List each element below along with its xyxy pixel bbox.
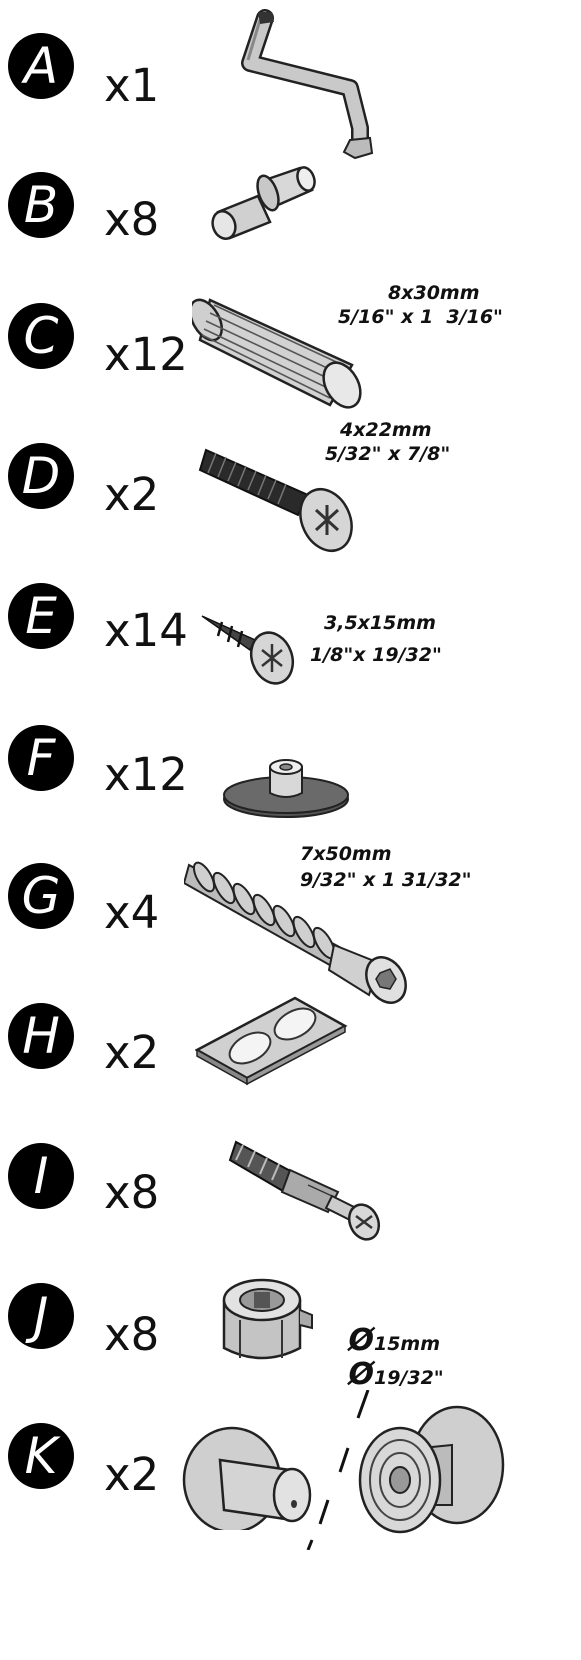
part-row-i: I x8 [0,1130,581,1268]
part-quantity: x8 [104,1166,160,1219]
part-spec-metric: 7x50mm [300,843,392,865]
part-row-b: B x8 [0,150,581,288]
part-spec-imperial: 5/32" x 7/8" [325,443,451,465]
part-letter-badge: E [8,583,74,649]
knob-icon [182,1426,312,1530]
hex-key-icon [241,9,374,160]
machine-screw-icon [198,448,353,552]
part-spec-metric-value: 15mm [373,1333,441,1355]
diameter-symbol: Ø [348,1357,374,1392]
shelf-pin-icon [211,166,316,240]
part-quantity: x2 [104,1026,160,1079]
part-letter-badge: A [8,33,74,99]
confirmat-screw-icon [184,861,407,1004]
part-quantity: x8 [104,193,160,246]
part-row-f: F x12 [0,712,581,850]
part-spec-imperial: 5/16" x 1 3/16" [338,306,503,328]
part-spec-imperial: 9/32" x 1 31/32" [300,869,472,891]
divider-line [306,1390,370,1550]
cam-lock-icon [222,1278,313,1360]
part-row-g: G x4 7x50mm 9/32" x 1 31/32" [0,843,581,1004]
part-letter-badge: J [8,1283,74,1349]
part-spec-imperial: 1/8"x 19/32" [310,644,442,666]
knob-back-icon [358,1405,505,1534]
part-letter-badge: I [8,1143,74,1209]
part-letter-badge: F [8,725,74,791]
furniture-glide-icon [223,759,349,818]
part-spec-imperial-value: 19/32" [373,1367,444,1389]
part-row-e: E x14 3,5x15mm 1/8"x 19/32" [0,570,581,708]
part-quantity: x2 [104,468,160,521]
part-quantity: x14 [104,604,188,657]
part-row-d: D x2 4x22mm 5/32" x 7/8" [0,419,581,568]
part-quantity: x12 [104,328,188,381]
part-quantity: x12 [104,748,188,801]
wood-screw-icon [201,615,295,685]
part-letter-badge: K [8,1423,74,1489]
part-quantity: x1 [104,59,160,112]
part-spec-metric: 4x22mm [340,419,432,441]
part-spec-metric: 3,5x15mm [324,612,436,634]
part-row-c: C x12 8x30mm 5/16" x 1 3/16" [0,282,581,428]
double-pad-plate-icon [195,996,348,1086]
part-quantity: x4 [104,886,160,939]
part-letter-badge: C [8,303,74,369]
part-letter-badge: H [8,1003,74,1069]
part-row-a: A x1 [0,8,581,160]
part-spec-metric: 8x30mm [388,282,480,304]
diameter-symbol: Ø [348,1323,374,1358]
wood-dowel-icon [192,298,362,409]
part-row-k: K x2 [0,1390,581,1550]
part-quantity: x8 [104,1308,160,1361]
part-spec-imperial: Ø19/32" [322,1336,444,1417]
part-spec-metric: Ø15mm [322,1302,440,1383]
part-letter-badge: D [8,443,74,509]
part-letter-badge: G [8,863,74,929]
part-row-h: H x2 [0,990,581,1128]
part-quantity: x2 [104,1448,160,1501]
part-letter-badge: B [8,172,74,238]
cam-bolt-icon [228,1140,381,1241]
part-row-j: J x8 Ø15mm Ø19/32" [0,1270,581,1408]
